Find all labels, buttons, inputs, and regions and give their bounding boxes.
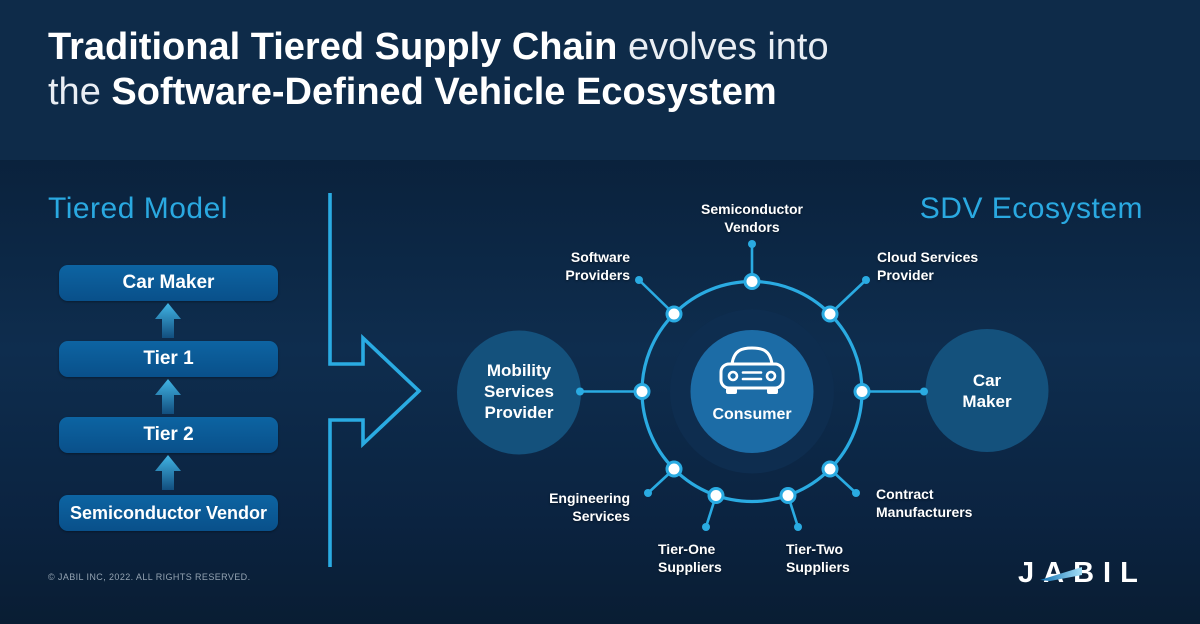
tier-up-arrow-icon <box>155 455 181 490</box>
title-line-2: the Software-Defined Vehicle Ecosystem <box>48 70 829 115</box>
copyright-text: © JABIL INC, 2022. ALL RIGHTS RESERVED. <box>48 572 251 582</box>
ring-node <box>665 460 683 478</box>
header-band: Traditional Tiered Supply Chain evolves … <box>0 0 1200 160</box>
label-tier-one-suppliers: Tier-One Suppliers <box>658 541 722 575</box>
tier-box-tier-1: Tier 1 <box>59 341 278 377</box>
ring-node <box>779 487 797 504</box>
mobility-services-circle <box>457 330 581 455</box>
spoke-dot <box>702 523 710 531</box>
ring-node <box>633 383 651 400</box>
ring-node <box>665 305 683 323</box>
label-contract-manufacturers: Contract Manufacturers <box>876 486 973 520</box>
tier-box-tier-2: Tier 2 <box>59 417 278 453</box>
tiered-model-title: Tiered Model <box>48 192 228 225</box>
sdv-ecosystem-title: SDV Ecosystem <box>919 192 1143 225</box>
spoke-dot <box>644 489 652 497</box>
ring-node <box>821 460 839 478</box>
title-line-1: Traditional Tiered Supply Chain evolves … <box>48 25 829 70</box>
label-tier-two-suppliers: Tier-Two Suppliers <box>786 541 850 575</box>
title-line1-bold: Traditional Tiered Supply Chain <box>48 26 618 68</box>
tier-up-arrow-icon <box>155 303 181 338</box>
center-core-disk <box>690 330 814 453</box>
car-front-icon <box>719 346 785 394</box>
tier-box-semiconductor-vendor: Semiconductor Vendor <box>59 495 278 531</box>
car-maker-circle <box>925 329 1049 452</box>
ring-node <box>821 305 839 323</box>
evolution-arrow-icon <box>328 193 422 567</box>
title-line2-lead: the <box>48 71 112 113</box>
label-mobility-services-provider: Mobility Services Provider <box>484 361 554 422</box>
spoke-dot <box>852 489 860 497</box>
label-cloud-services-provider: Cloud Services Provider <box>877 249 979 283</box>
spoke-dot <box>748 240 756 248</box>
label-consumer: Consumer <box>712 406 792 423</box>
title-line2-bold: Software-Defined Vehicle Ecosystem <box>111 71 777 113</box>
spoke-dot <box>576 387 584 396</box>
spoke-dot <box>862 276 870 284</box>
page-title: Traditional Tiered Supply Chain evolves … <box>48 25 829 115</box>
ring-node <box>743 273 761 290</box>
ring-node <box>853 383 871 400</box>
title-line1-rest: evolves into <box>617 26 829 68</box>
spoke-dot <box>920 387 928 396</box>
label-software-providers: Software Providers <box>565 249 630 283</box>
label-car-maker-hub: Car Maker <box>962 371 1012 411</box>
tier-box-car-maker: Car Maker <box>59 265 278 301</box>
jabil-logo-swoosh-icon <box>1040 567 1082 581</box>
tier-up-arrow-icon <box>155 379 181 414</box>
label-engineering-services: Engineering Services <box>549 490 630 524</box>
label-semiconductor-vendors: Semiconductor Vendors <box>701 201 803 235</box>
spoke-dot <box>794 523 802 531</box>
spoke-dot <box>635 276 643 284</box>
ring-node <box>707 487 725 504</box>
